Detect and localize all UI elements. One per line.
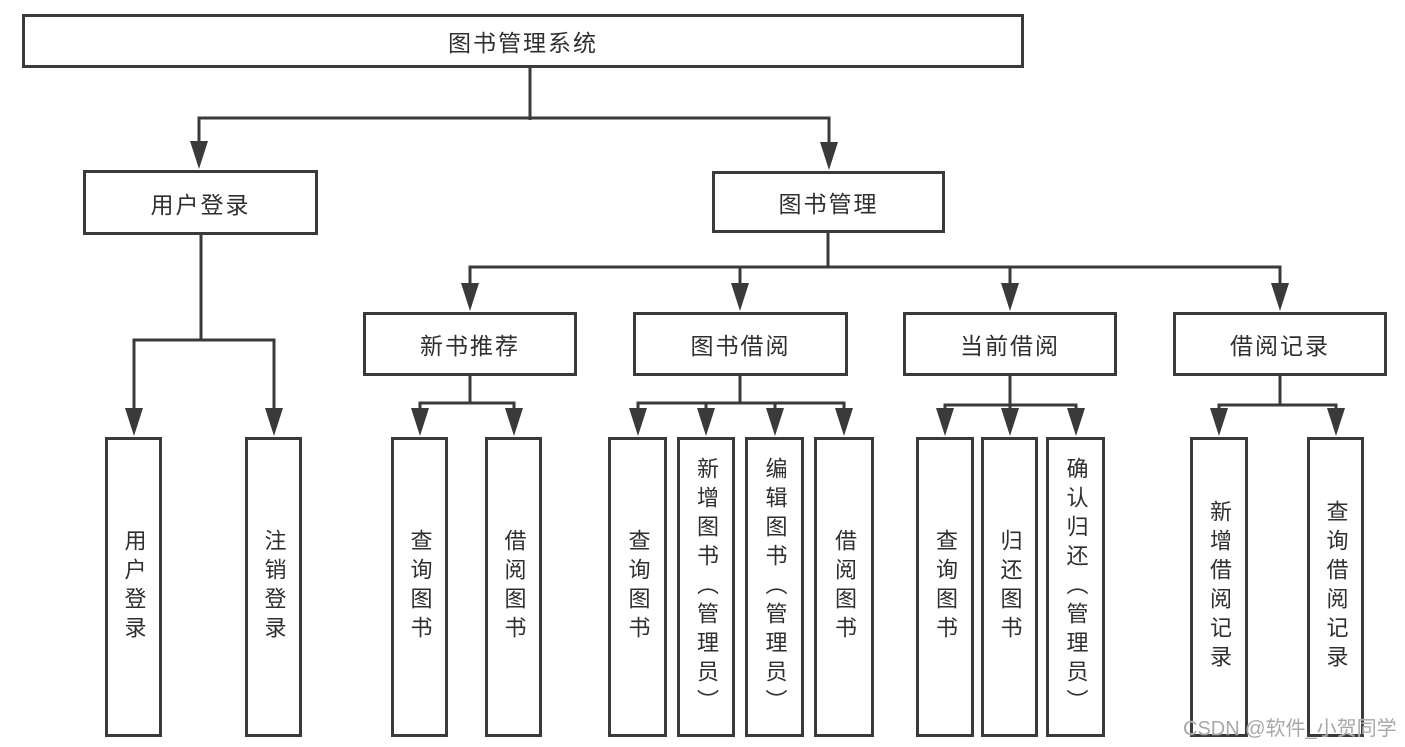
leaf-confirm-return-admin-label: 确认归还（管理员） <box>1063 456 1089 718</box>
node-book-borrowing: 图书借阅 <box>633 312 848 376</box>
node-borrowing-records: 借阅记录 <box>1173 312 1387 376</box>
node-library-system-label: 图书管理系统 <box>448 30 598 56</box>
leaf-add-books-admin: 新增图书（管理员） <box>677 437 735 737</box>
leaf-query-books-1-label: 查询图书 <box>407 529 433 645</box>
leaf-borrow-books-1-label: 借阅图书 <box>501 529 527 645</box>
arrowheads <box>125 141 1345 436</box>
leaf-add-borrow-record: 新增借阅记录 <box>1190 437 1248 737</box>
leaf-logout-label: 注销登录 <box>261 529 287 645</box>
node-book-borrowing-label: 图书借阅 <box>690 333 791 359</box>
node-library-system: 图书管理系统 <box>22 14 1024 68</box>
leaf-borrow-books-1: 借阅图书 <box>485 437 542 737</box>
leaf-query-borrow-record-label: 查询借阅记录 <box>1323 500 1349 674</box>
leaf-borrow-books-2: 借阅图书 <box>814 437 874 737</box>
leaf-edit-books-admin: 编辑图书（管理员） <box>745 437 804 737</box>
node-new-book-recommend-label: 新书推荐 <box>420 333 520 359</box>
watermark-text: CSDN @软件_小贺同学 <box>1183 718 1397 740</box>
node-user-login: 用户登录 <box>83 170 318 235</box>
leaf-query-books-2-label: 查询图书 <box>625 529 651 645</box>
node-new-book-recommend: 新书推荐 <box>363 312 577 376</box>
leaf-borrow-books-2-label: 借阅图书 <box>832 529 857 645</box>
leaf-user-login: 用户登录 <box>105 437 162 737</box>
node-current-borrowing-label: 当前借阅 <box>960 333 1060 359</box>
leaf-logout: 注销登录 <box>245 437 302 737</box>
node-borrowing-records-label: 借阅记录 <box>1230 333 1330 359</box>
leaf-return-books: 归还图书 <box>981 437 1038 737</box>
leaf-return-books-label: 归还图书 <box>997 529 1023 645</box>
node-user-login-label: 用户登录 <box>150 191 251 218</box>
node-book-management: 图书管理 <box>712 171 945 233</box>
leaf-user-login-label: 用户登录 <box>121 529 147 645</box>
leaf-query-books-3: 查询图书 <box>916 437 974 737</box>
node-current-borrowing: 当前借阅 <box>903 312 1117 376</box>
leaf-query-books-1: 查询图书 <box>391 437 448 737</box>
leaf-edit-books-admin-label: 编辑图书（管理员） <box>762 456 788 718</box>
leaf-query-borrow-record: 查询借阅记录 <box>1307 437 1364 737</box>
leaf-add-books-admin-label: 新增图书（管理员） <box>694 456 719 718</box>
leaf-query-books-2: 查询图书 <box>608 437 667 737</box>
leaf-add-borrow-record-label: 新增借阅记录 <box>1207 500 1232 674</box>
leaf-query-books-3-label: 查询图书 <box>933 529 958 645</box>
leaf-confirm-return-admin: 确认归还（管理员） <box>1046 437 1105 737</box>
node-book-management-label: 图书管理 <box>778 191 879 217</box>
